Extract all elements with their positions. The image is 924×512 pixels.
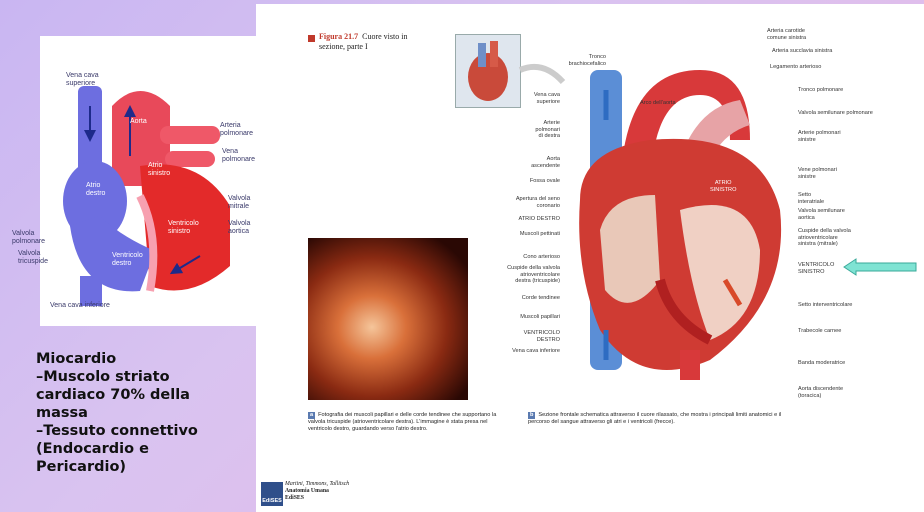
caption-a-badge: a — [308, 412, 316, 419]
heart-diagram-simple — [63, 86, 230, 306]
bullet-text-block: Miocardio –Muscolo striato cardiaco 70% … — [36, 350, 251, 476]
bullet-line: Miocardio — [36, 351, 117, 367]
pulmonary-artery-shape — [160, 126, 220, 144]
left-heart-shape — [140, 164, 230, 291]
label-setto-interventricolare: Setto interventricolare — [798, 302, 853, 308]
bullet-line: cardiaco 70% della — [36, 387, 190, 403]
thumbnail-heart — [455, 34, 521, 108]
bullet-line: –Muscolo striato — [36, 369, 170, 385]
label-aorta-discendente: Aorta discendente(toracica) — [798, 386, 844, 399]
label-succlavia-sinistra: Arteria succlavia sinistra — [772, 48, 833, 54]
right-atrium-shape — [63, 161, 127, 241]
vena-cava-inferior-shape — [80, 276, 102, 306]
septum-shape — [136, 194, 158, 292]
label-valvola-semilunare-polmonare: Valvola semilunare polmonare — [798, 110, 873, 116]
footer-credits: Martini, Timmons, Tallitsch Anatomia Uma… — [285, 481, 349, 502]
label-cono-arterioso: Cono arterioso — [523, 254, 560, 260]
blood-flow-arrow — [169, 255, 201, 275]
caption-a-text: Fotografia dei muscoli papillari e delle… — [308, 412, 497, 432]
figure-title: Figura 21.7 Cuore visto in sezione, part… — [319, 32, 407, 51]
label-vena-cava-inferiore-b: Vena cava inferiore — [512, 348, 560, 354]
caption-b-badge: b — [528, 412, 536, 419]
bullet-line: –Tessuto connettivo — [36, 423, 198, 439]
pulmonary-vein-shape — [165, 151, 215, 167]
publisher-logo: EdiSES — [261, 482, 283, 506]
label-banda-moderatrice: Banda moderatrice — [798, 360, 846, 366]
right-ventricle-shape — [70, 216, 155, 292]
thumbnail-arrow-icon — [518, 64, 566, 85]
footer-publisher: EdiSES — [285, 495, 305, 501]
label-muscoli-papillari: Muscoli papillari — [520, 314, 560, 320]
label-corde-tendinee: Corde tendinee — [521, 295, 560, 301]
bullet-line: (Endocardio e — [36, 441, 149, 457]
label-legamento-arterioso: Legamento arterioso — [770, 64, 822, 70]
highlight-arrow-icon — [843, 258, 917, 276]
label-tronco-polmonare: Tronco polmonare — [798, 87, 844, 93]
figure-number: Figura 21.7 — [319, 32, 359, 41]
label-aorta: Aorta — [130, 118, 147, 125]
heart-section-illustration — [579, 70, 782, 380]
thumbnail-heart-drawing — [468, 41, 508, 101]
caption-b-text: Sezione frontale schematica attraverso i… — [528, 412, 782, 425]
speaker-icon[interactable] — [855, 450, 915, 500]
left-diagram-card — [40, 36, 258, 326]
bullet-line: Pericardio) — [36, 459, 127, 475]
photo-papillary-muscles — [308, 238, 468, 400]
label-muscoli-pettinati: Muscoli pettinati — [519, 231, 560, 237]
footer-book: Anatomia Umana — [285, 488, 329, 494]
label-atrio-destro-b: ATRIO DESTRO — [518, 216, 560, 222]
figure-title-text: Cuore visto in — [362, 32, 408, 41]
label-fossa-ovale: Fossa ovale — [529, 178, 560, 184]
figure-marker — [308, 35, 315, 42]
label-trabecole-carnee: Trabecole carnee — [798, 328, 842, 334]
label-vena-cava-inferiore: Vena cava inferiore — [50, 302, 110, 309]
label-arco-aorta: Arco dell'aorta — [640, 100, 676, 106]
bullet-line: massa — [36, 405, 88, 421]
footer-authors: Martini, Timmons, Tallitsch — [285, 481, 350, 487]
figure-title-line2: sezione, parte I — [319, 41, 368, 51]
